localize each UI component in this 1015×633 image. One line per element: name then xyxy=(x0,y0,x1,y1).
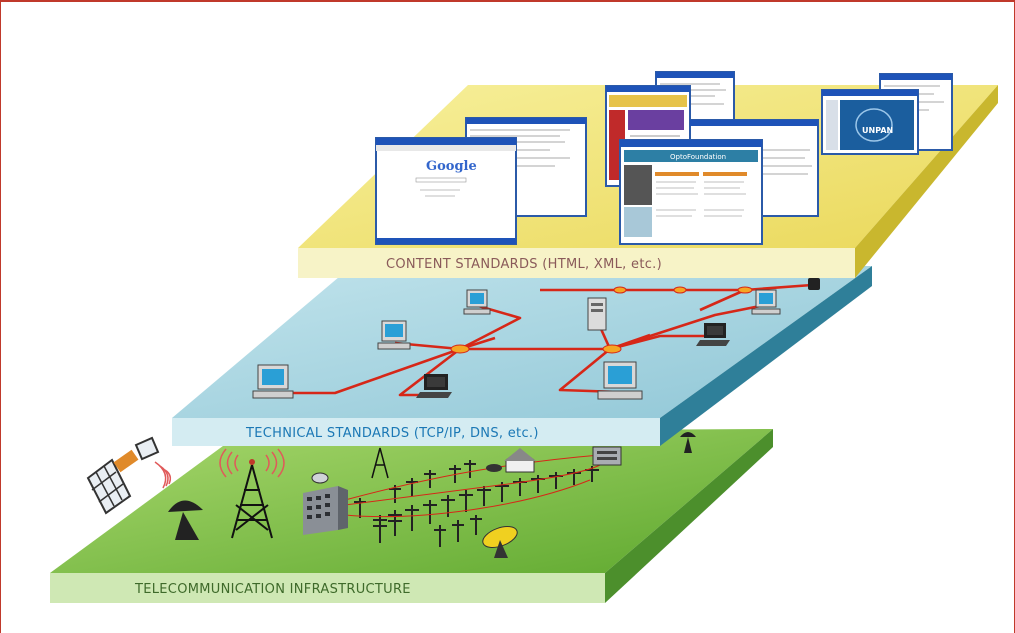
browser-window-google: Google xyxy=(375,137,517,245)
telecom-cables xyxy=(344,454,601,518)
desktop-computer-icon xyxy=(252,364,294,399)
satellite-icon xyxy=(86,436,160,515)
house-icon xyxy=(486,448,536,473)
browser-window-optofoundation: OptoFoundation xyxy=(619,139,763,245)
network-hubs xyxy=(450,286,753,354)
content-layer: CONTENT STANDARDS (HTML, XML, etc.) xyxy=(298,71,998,278)
satellite-dish-small-icon xyxy=(680,432,696,453)
server-tower-icon xyxy=(587,297,607,331)
infrastructure-slab-front-face xyxy=(50,573,605,603)
technical-layer: TECHNICAL STANDARDS (TCP/IP, DNS, etc.) xyxy=(172,262,872,446)
technical-slab-front-face xyxy=(172,418,660,446)
laptop-icon xyxy=(696,323,730,346)
desktop-computer-icon xyxy=(463,289,491,315)
content-label: CONTENT STANDARDS (HTML, XML, etc.) xyxy=(386,257,662,272)
technical-slab-right-face xyxy=(660,266,872,446)
infrastructure-slab-right-face xyxy=(605,429,773,603)
technical-label: TECHNICAL STANDARDS (TCP/IP, DNS, etc.) xyxy=(245,426,539,441)
opto-title: OptoFoundation xyxy=(670,153,726,161)
browser-window-unpan: UNPAN xyxy=(821,89,919,155)
laptop-icon xyxy=(416,374,452,398)
infrastructure-label: TELECOMMUNICATION INFRASTRUCTURE xyxy=(134,582,411,597)
satellite-dish-icon xyxy=(168,500,203,540)
satellite-dish-yellow-icon xyxy=(482,526,518,558)
server-box-icon xyxy=(592,446,622,466)
content-slab-right-face xyxy=(855,85,998,278)
radio-tower-icon xyxy=(231,459,273,539)
infrastructure-layer: TELECOMMUNICATION INFRASTRUCTURE xyxy=(50,429,773,603)
radio-waves xyxy=(154,448,285,489)
utility-poles xyxy=(354,460,599,547)
infrastructure-slab-top xyxy=(50,429,773,573)
unpan-logo: UNPAN xyxy=(862,126,893,135)
google-logo: Google xyxy=(426,159,477,174)
technical-slab-top xyxy=(172,266,872,418)
desktop-computer-icon xyxy=(751,289,781,315)
content-slab-front-face xyxy=(298,248,855,278)
desktop-computer-icon xyxy=(597,361,643,400)
telecom-building xyxy=(303,472,348,535)
desktop-computer-icon xyxy=(377,320,411,350)
small-tower-icon xyxy=(371,447,389,479)
